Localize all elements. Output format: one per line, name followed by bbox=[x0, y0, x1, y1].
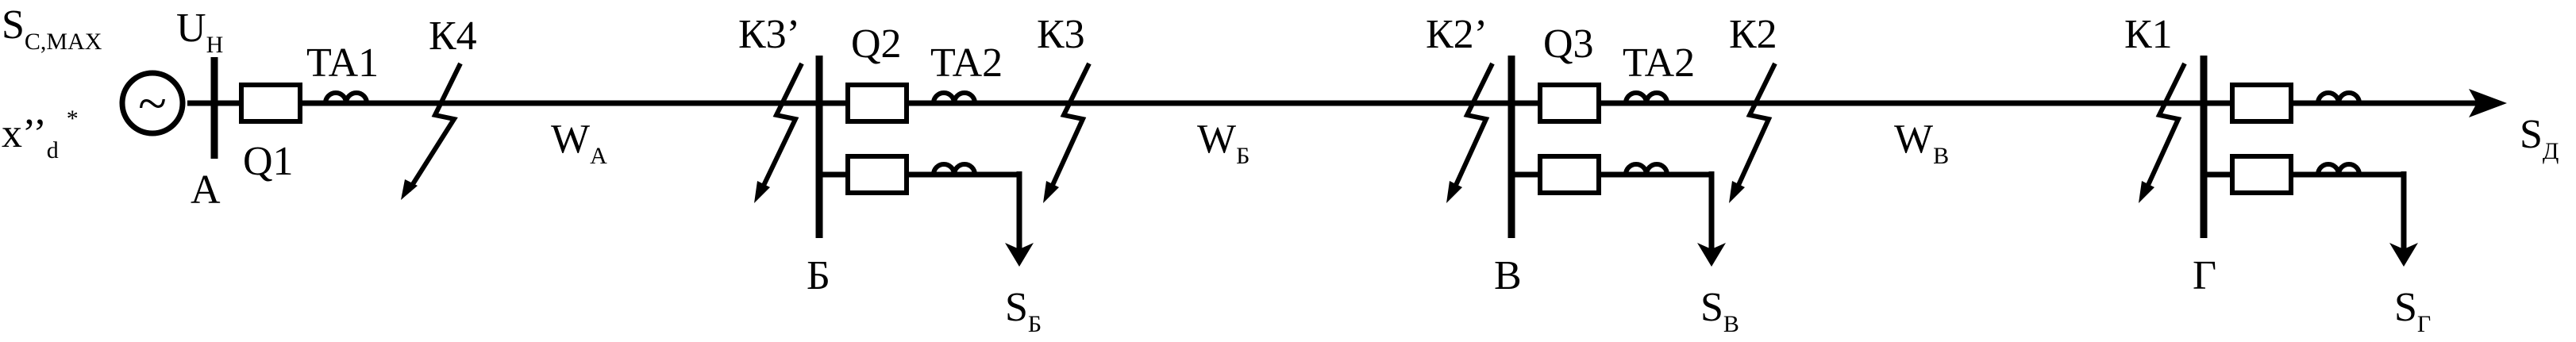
fault-k2p-arrow bbox=[1446, 181, 1462, 203]
branch-v-breaker bbox=[1538, 154, 1601, 195]
fault-k2-arrow bbox=[1729, 181, 1745, 203]
fault-k3-arrow bbox=[1043, 181, 1059, 203]
current-transformer-ta2b bbox=[1623, 90, 1669, 104]
load-sv-label: SВ bbox=[1700, 285, 1739, 337]
fault-k1-arrow bbox=[2139, 181, 2154, 203]
current-transformer-ta2b-label: TA2 bbox=[1623, 40, 1695, 86]
current-transformer-ta2a-label: TA2 bbox=[930, 40, 1003, 86]
current-transformer-ta1 bbox=[323, 90, 369, 104]
source-power-label: SC,MAX bbox=[2, 2, 102, 55]
line-wv-label: WВ bbox=[1894, 117, 1949, 169]
breaker-q2-label: Q2 bbox=[851, 21, 902, 67]
bus-v-label: В bbox=[1494, 253, 1522, 298]
generator-symbol-glyph: ~ bbox=[138, 75, 167, 133]
main-line-arrow bbox=[2469, 89, 2507, 117]
branch-g-transformer bbox=[2316, 162, 2362, 175]
fault-k2p-label: К2’ bbox=[1426, 12, 1488, 57]
source-reactance-label: x’’d* bbox=[2, 106, 79, 163]
current-transformer-ta1-label: TA1 bbox=[306, 40, 379, 86]
fault-k1-label: К1 bbox=[2124, 12, 2173, 57]
fault-k3-label: К3 bbox=[1037, 12, 1085, 57]
fault-k2-label: К2 bbox=[1729, 12, 1777, 57]
fault-k3p-label: К3’ bbox=[738, 12, 800, 57]
bus-g-label: Г bbox=[2193, 253, 2216, 298]
fault-k1-symbol bbox=[2143, 62, 2187, 194]
bus-b-label: Б bbox=[807, 253, 830, 298]
branch-g-breaker bbox=[2230, 154, 2293, 195]
bus-a-label: А bbox=[191, 167, 221, 213]
branch-b-breaker bbox=[845, 154, 909, 195]
voltage-label: UН bbox=[176, 6, 223, 58]
branch-b-transformer bbox=[931, 162, 977, 175]
breaker-q1 bbox=[239, 83, 302, 124]
fault-k4-arrow bbox=[401, 179, 418, 200]
line-wb-label: WБ bbox=[1197, 117, 1249, 169]
load-sb-label: SБ bbox=[1005, 285, 1042, 337]
bus-g-main-transformer bbox=[2316, 90, 2362, 104]
branch-b-arrow bbox=[1005, 243, 1034, 267]
breaker-q2 bbox=[845, 83, 909, 124]
fault-k3p-arrow bbox=[754, 181, 770, 203]
fault-k2-symbol bbox=[1733, 62, 1777, 194]
branch-g-arrow bbox=[2389, 243, 2418, 267]
generator-symbol bbox=[119, 70, 186, 136]
bus-g-main-breaker bbox=[2230, 83, 2293, 124]
branch-v-arrow bbox=[1697, 243, 1726, 267]
branch-v-transformer bbox=[1623, 162, 1669, 175]
breaker-q1-label: Q1 bbox=[243, 139, 294, 184]
breaker-q3-label: Q3 bbox=[1543, 21, 1594, 67]
fault-k3p-symbol bbox=[758, 62, 804, 194]
fault-k2p-symbol bbox=[1450, 62, 1495, 194]
breaker-q3 bbox=[1538, 83, 1601, 124]
load-sg-label: SГ bbox=[2394, 285, 2431, 337]
line-wa-label: WА bbox=[551, 117, 607, 169]
fault-k4-symbol bbox=[406, 62, 463, 192]
current-transformer-ta2a bbox=[931, 90, 977, 104]
load-sd-label: SД bbox=[2520, 112, 2559, 164]
fault-k3-symbol bbox=[1047, 62, 1092, 194]
fault-k4-label: К4 bbox=[429, 13, 477, 59]
